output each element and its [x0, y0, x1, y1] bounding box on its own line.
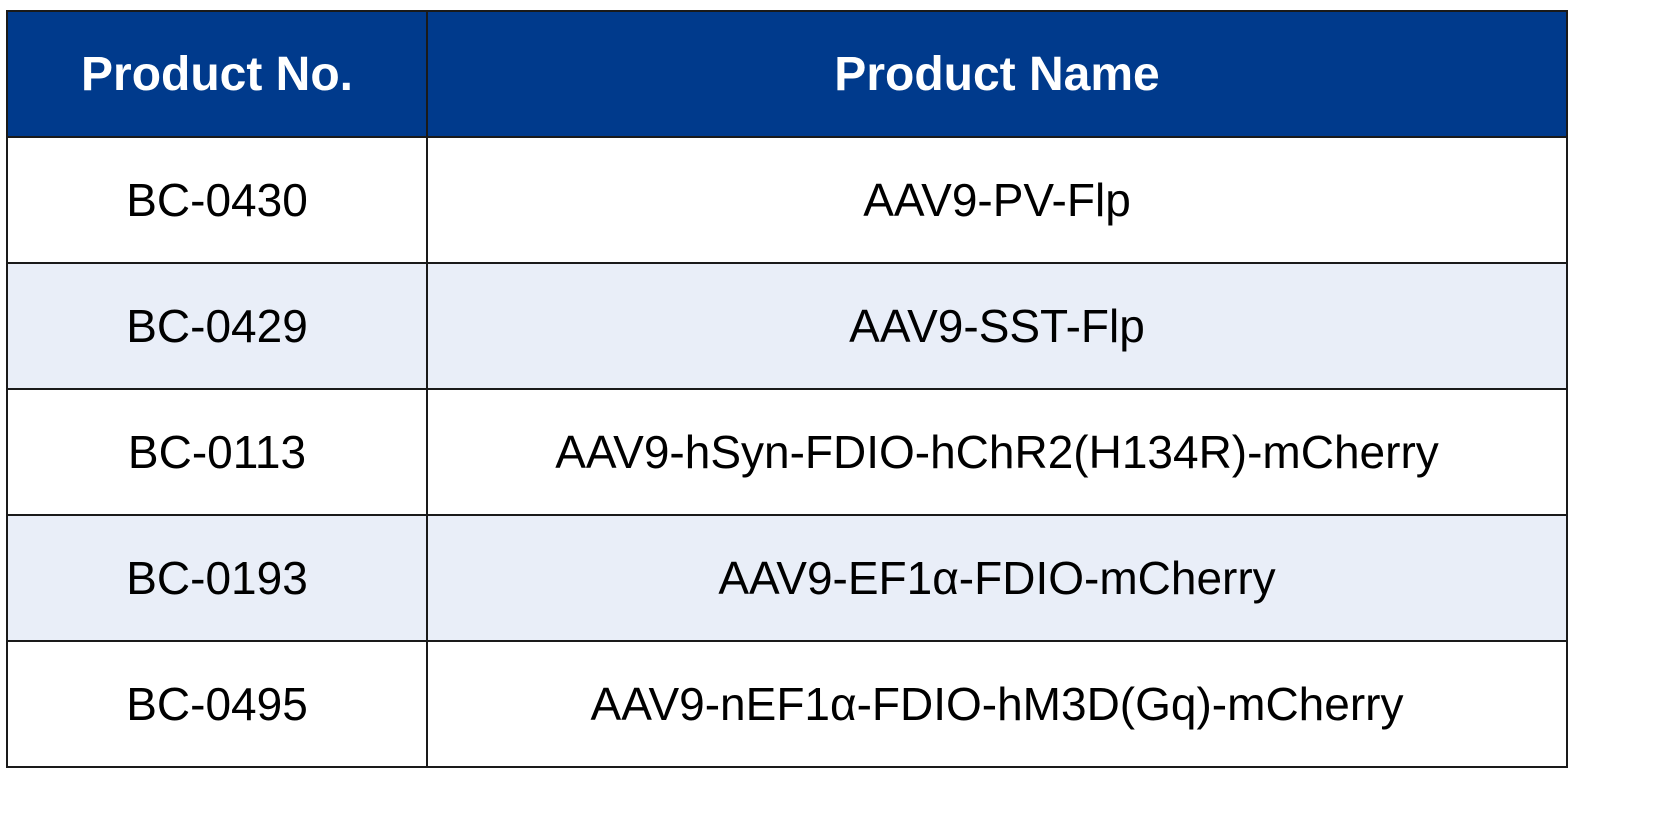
product-name-cell: AAV9-EF1α-FDIO-mCherry	[426, 514, 1568, 642]
table-row: BC-0429 AAV9-SST-Flp	[6, 262, 1568, 390]
product-no-cell: BC-0193	[6, 514, 428, 642]
product-name-cell: AAV9-hSyn-FDIO-hChR2(H134R)-mCherry	[426, 388, 1568, 516]
table-row: BC-0495 AAV9-nEF1α-FDIO-hM3D(Gq)-mCherry	[6, 640, 1568, 768]
product-no-cell: BC-0430	[6, 136, 428, 264]
header-product-name: Product Name	[426, 10, 1568, 138]
product-name-cell: AAV9-PV-Flp	[426, 136, 1568, 264]
table-row: BC-0430 AAV9-PV-Flp	[6, 136, 1568, 264]
table-row: BC-0193 AAV9-EF1α-FDIO-mCherry	[6, 514, 1568, 642]
table-row: BC-0113 AAV9-hSyn-FDIO-hChR2(H134R)-mChe…	[6, 388, 1568, 516]
product-name-cell: AAV9-SST-Flp	[426, 262, 1568, 390]
product-name-cell: AAV9-nEF1α-FDIO-hM3D(Gq)-mCherry	[426, 640, 1568, 768]
header-product-no: Product No.	[6, 10, 428, 138]
product-no-cell: BC-0495	[6, 640, 428, 768]
product-no-cell: BC-0113	[6, 388, 428, 516]
product-no-cell: BC-0429	[6, 262, 428, 390]
table-header-row: Product No. Product Name	[6, 10, 1568, 138]
product-table: Product No. Product Name BC-0430 AAV9-PV…	[6, 10, 1568, 768]
